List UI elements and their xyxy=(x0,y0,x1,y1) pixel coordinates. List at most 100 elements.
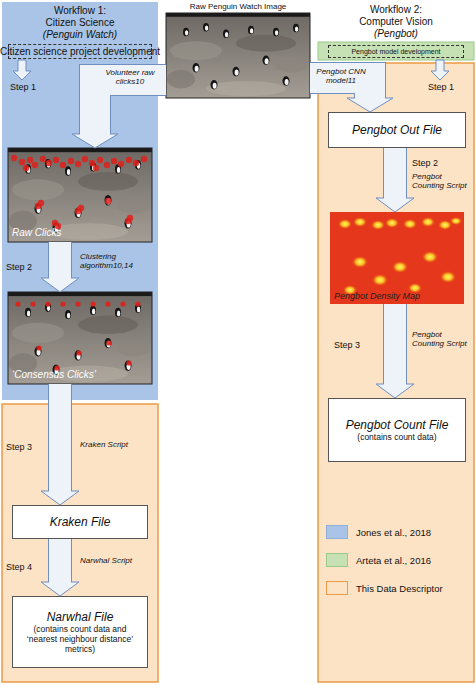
raw-clicks-photo xyxy=(75,161,81,167)
density-map-image xyxy=(338,219,352,229)
legend-swatch xyxy=(326,581,348,595)
consensus-clicks-photo xyxy=(45,301,50,306)
raw-clicks-photo xyxy=(82,156,88,162)
citizen-science-panel xyxy=(2,2,158,400)
step-label: Step 2 xyxy=(6,262,44,273)
raw-clicks-photo xyxy=(8,148,152,242)
arrow-outline xyxy=(48,242,72,278)
legend-item: Jones et al., 2018 xyxy=(326,525,431,539)
node-title: Workflow 1: xyxy=(54,5,106,17)
legend-swatch xyxy=(326,525,348,539)
density-map: Pengbot Density Map xyxy=(330,212,464,304)
step-label: Step 3 xyxy=(6,442,44,453)
camera-photo xyxy=(166,13,310,98)
camera-photo xyxy=(166,13,310,98)
raw-clicks-photo xyxy=(60,162,66,168)
raw-clicks-photo xyxy=(118,161,124,167)
edge-label: Volunteer raw clicks10 xyxy=(98,68,162,86)
density-map-image xyxy=(371,220,385,230)
raw-clicks-photo xyxy=(46,160,52,166)
edge-label: Clustering algorithm10,14 xyxy=(80,252,152,270)
dashed-box: Citizen science project development xyxy=(8,44,152,59)
legend-text: Arteta et al., 2016 xyxy=(356,555,431,566)
arrow-outline xyxy=(383,148,407,198)
arrow-body xyxy=(310,78,370,99)
density-map-image xyxy=(392,261,408,273)
node-title: Pengbot Count File xyxy=(346,418,449,432)
legend-text: This Data Descriptor xyxy=(356,583,443,594)
data-descriptor-panel xyxy=(318,63,474,682)
consensus-clicks-photo xyxy=(60,301,65,306)
workflow-heading: (Pengbot) xyxy=(318,28,474,40)
arrow-outline xyxy=(95,80,166,134)
raw-clicks-photo xyxy=(93,165,99,171)
raw-image: Raw Penguin Watch Image xyxy=(166,2,310,98)
flow-arrow xyxy=(72,80,166,148)
density-map-image xyxy=(353,217,367,227)
raw-clicks-photo xyxy=(97,157,103,163)
raw-clicks-photo xyxy=(11,155,17,161)
consensus-clicks-photo xyxy=(8,292,152,384)
arrow-body xyxy=(384,148,406,199)
raw-clicks-image: Raw Clicks xyxy=(8,148,152,242)
density-map-image xyxy=(352,256,368,268)
consensus-clicks-photo xyxy=(105,301,110,306)
arrow-outline xyxy=(48,384,72,491)
step-label: Step 1 xyxy=(6,82,40,93)
raw-clicks-photo xyxy=(133,160,139,166)
arrow-head xyxy=(41,582,79,596)
density-map-image xyxy=(372,274,388,286)
consensus-clicks-photo xyxy=(135,301,140,306)
step-label: Step 2 xyxy=(412,158,452,169)
consensus-clicks-photo xyxy=(126,360,131,365)
step-label: Step 3 xyxy=(334,340,374,351)
edge-label: Pengbot Counting Script xyxy=(412,330,472,348)
step-label: Step 1 xyxy=(424,82,458,93)
consensus-clicks-photo xyxy=(15,301,140,370)
legend-text: Jones et al., 2018 xyxy=(356,527,431,538)
arrow-body xyxy=(49,242,71,279)
node-text: (contains count data and ‘nearest neighb… xyxy=(19,624,141,654)
node-title: Pengbot Out File xyxy=(352,123,442,137)
dashed-box: Pengbot model development xyxy=(328,45,464,58)
consensus-clicks-photo xyxy=(36,345,41,350)
flow-arrow xyxy=(41,539,79,596)
consensus-clicks-photo xyxy=(76,350,81,355)
node-title: Pengbot Density Map xyxy=(334,291,464,301)
flow-arrow xyxy=(41,242,79,292)
consensus-clicks-photo xyxy=(15,301,20,306)
raw-clicks-photo xyxy=(19,159,25,165)
legend-item: Arteta et al., 2016 xyxy=(326,553,431,567)
file-box: Kraken File xyxy=(12,505,148,539)
density-map-image xyxy=(440,271,456,283)
arrow-head xyxy=(41,491,79,505)
raw-clicks-photo xyxy=(126,157,132,163)
raw-clicks-photo xyxy=(127,215,133,221)
density-map-image xyxy=(422,251,438,263)
raw-clicks-photo xyxy=(8,148,152,242)
workflow-heading: Workflow 2: xyxy=(318,4,474,16)
arrow-outline xyxy=(310,78,370,98)
arrow-outline xyxy=(383,304,407,384)
raw-clicks-photo xyxy=(27,157,33,163)
arrow-head xyxy=(376,384,414,398)
raw-clicks-photo xyxy=(141,156,147,162)
node-title: Narwhal File xyxy=(47,610,114,624)
arrow-body xyxy=(95,80,166,135)
consensus-clicks-photo xyxy=(8,292,152,384)
node-title: Raw Penguin Watch Image xyxy=(190,2,287,12)
raw-clicks-photo xyxy=(11,155,147,229)
arrow-outline xyxy=(48,539,72,582)
flow-arrow xyxy=(41,384,79,505)
step-arrow xyxy=(13,60,31,80)
consensus-clicks-photo xyxy=(120,301,125,306)
raw-clicks-photo xyxy=(32,162,38,168)
workflow-panel: Workflow 1:Citizen Science(Penguin Watch… xyxy=(2,2,158,400)
node-title: ‘Consensus Clicks’ xyxy=(12,369,152,381)
edge-label: Pengbot Counting Script xyxy=(412,172,472,190)
density-map-image xyxy=(421,217,435,227)
edge-label: Narwhal Script xyxy=(80,556,152,565)
flow-arrow xyxy=(376,148,414,212)
consensus-clicks-photo xyxy=(75,301,80,306)
